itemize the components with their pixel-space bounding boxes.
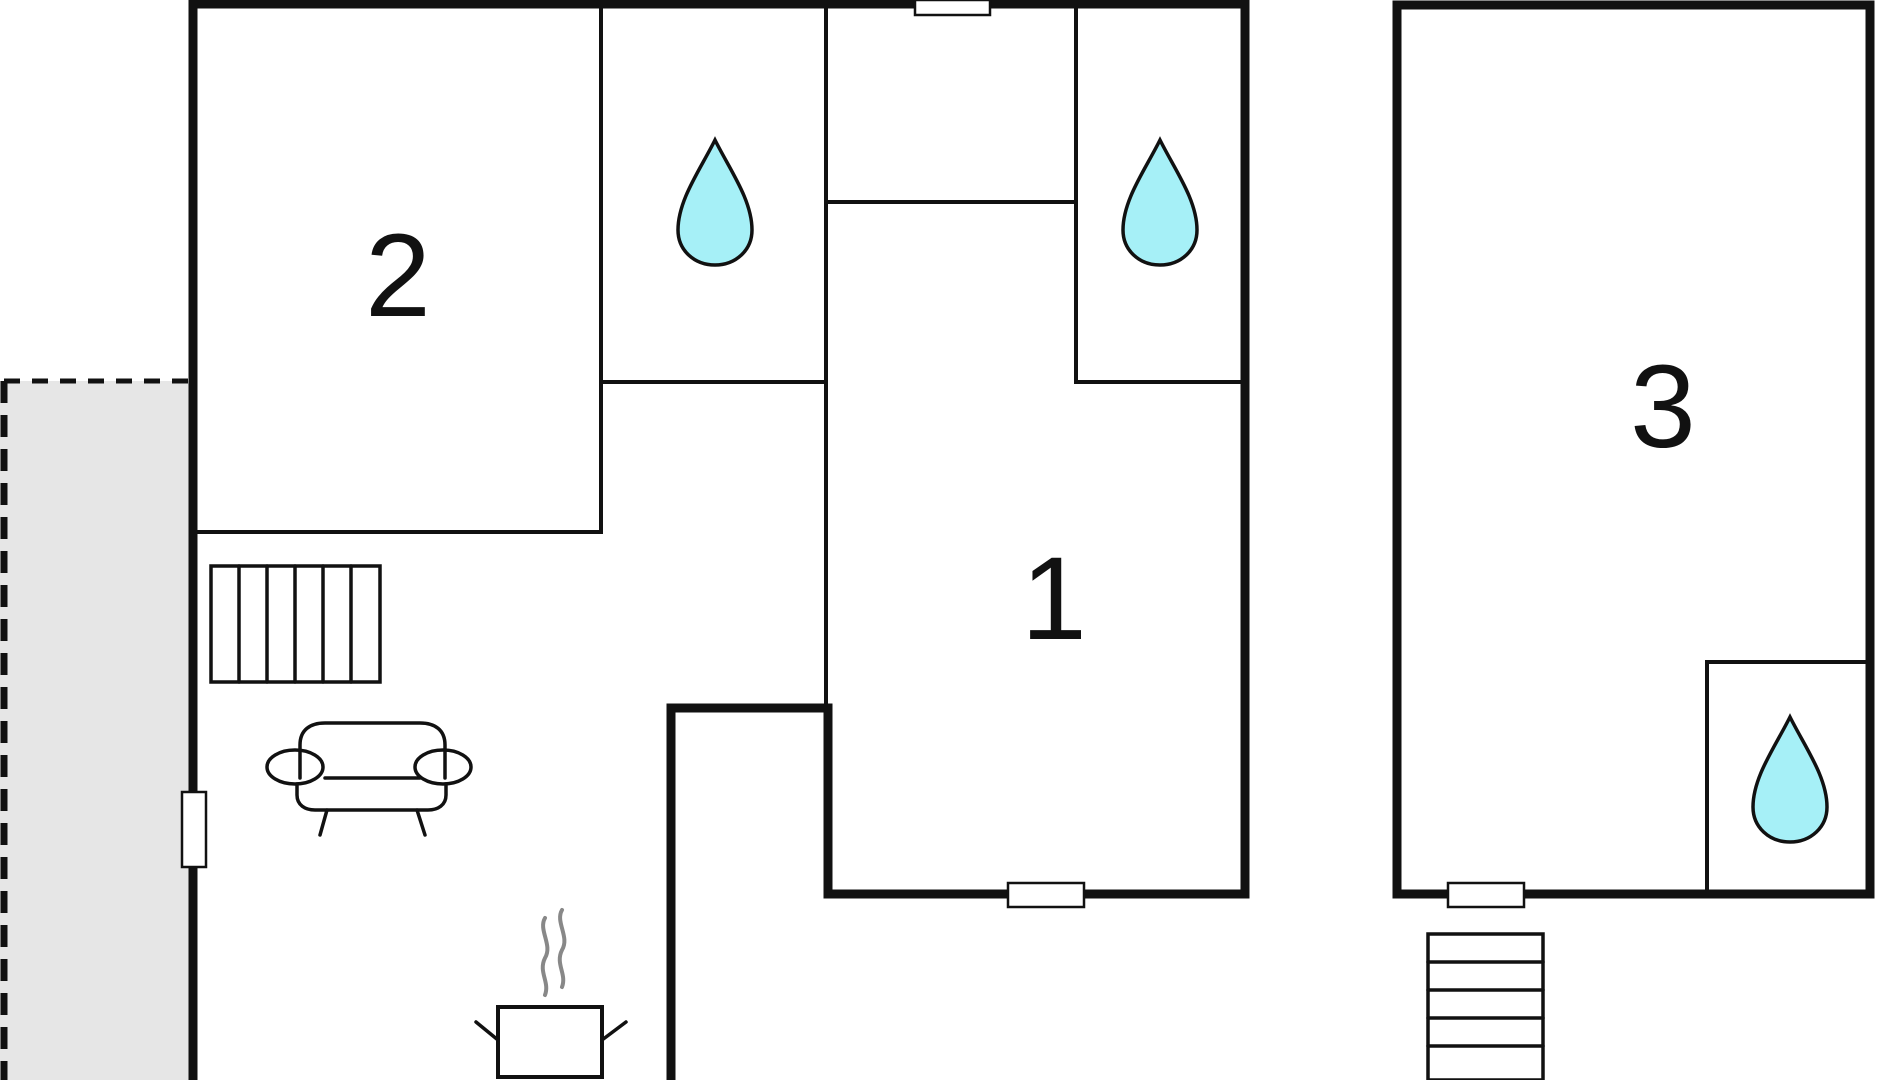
cooking-pot-icon [474,908,628,1079]
window-icon [1006,881,1086,909]
terrace [0,378,190,1080]
water-drop-icon [676,136,754,267]
room-label-1: 1 [1021,533,1087,665]
sofa-icon [265,721,473,837]
window-icon [180,790,208,869]
water-drop-icon [1751,713,1829,844]
window-icon [1446,881,1526,909]
room-label-2: 2 [365,210,431,342]
water-drop-icon [1121,136,1199,267]
annex-building-walls [1392,0,1875,899]
stairs-icon [209,564,382,684]
interior-walls [191,2,1247,708]
room-label-3: 3 [1630,341,1696,473]
stairs-icon [1426,932,1545,1080]
window-icon [913,0,992,17]
